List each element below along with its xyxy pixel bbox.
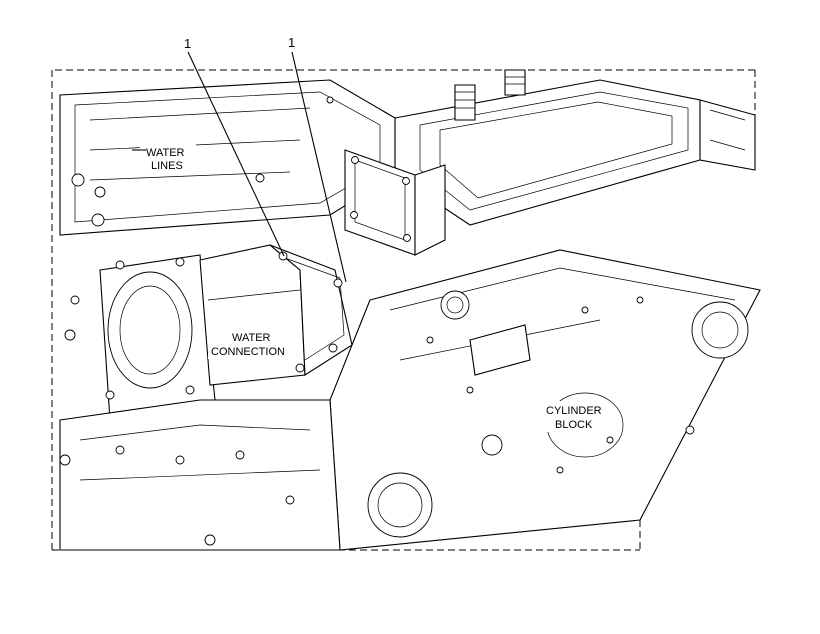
label-cylinder-block: CYLINDER BLOCK [542,401,608,432]
callout-leaders [187,51,347,283]
valve-cover [394,69,756,226]
label-water-lines-line1: WATER [146,147,185,159]
label-water-connection-line2: CONNECTION [211,346,285,358]
label-water-connection: WATER CONNECTION [208,328,302,359]
cylinder-block-outline [329,249,761,551]
label-water-connection-line1: WATER [232,332,271,344]
thermostat-housing [344,149,446,256]
cylinder-head [59,79,396,236]
label-water-lines: WATER LINES [132,143,196,174]
lower-block [59,399,341,551]
label-water-lines-line2: LINES [151,160,183,172]
callout-number-1: 1 [288,35,295,50]
label-cylinder-block-line2: BLOCK [555,419,593,431]
label-cylinder-block-line1: CYLINDER [546,405,602,417]
water-pump-housing [64,254,216,421]
water-connection [199,244,353,386]
callout-number-1: 1 [184,36,191,51]
